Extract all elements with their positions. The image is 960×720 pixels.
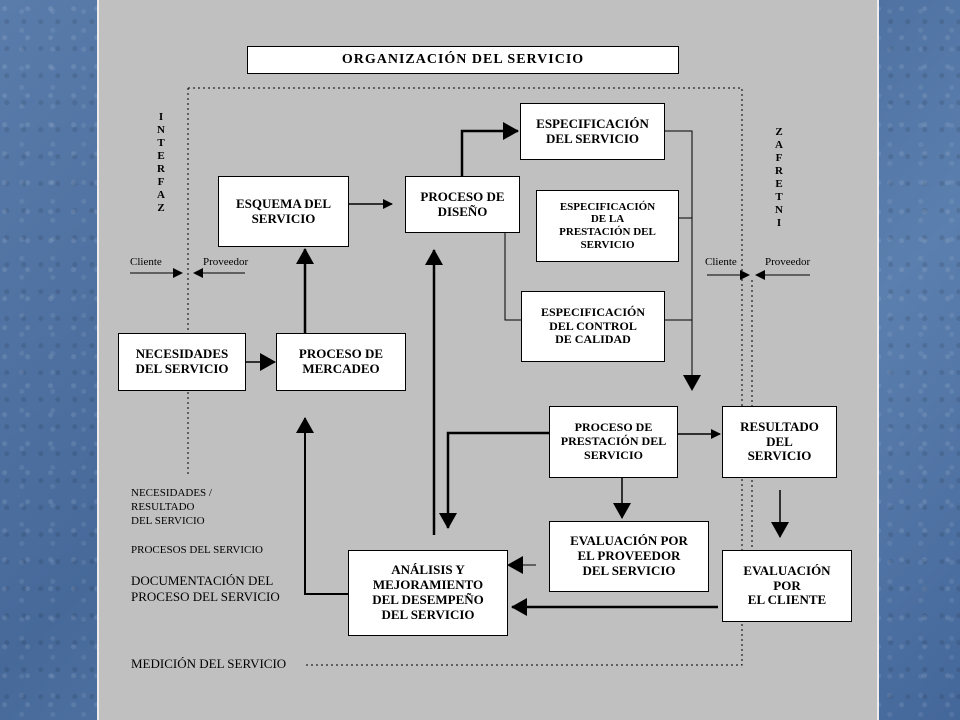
box-necesidades-del-servicio: NECESIDADES DEL SERVICIO — [118, 333, 246, 391]
panel-right-edge — [877, 0, 879, 720]
panel-left-edge — [97, 0, 99, 720]
client-label-left: Cliente — [130, 256, 162, 268]
box-especificacion-prestacion: ESPECIFICACIÓN DE LA PRESTACIÓN DEL SERV… — [536, 190, 679, 262]
box-proceso-de-mercadeo: PROCESO DE MERCADEO — [276, 333, 406, 391]
box-especificacion-del-servicio: ESPECIFICACIÓN DEL SERVICIO — [520, 103, 665, 160]
box-resultado-del-servicio: RESULTADO DEL SERVICIO — [722, 406, 837, 478]
provider-label-right: Proveedor — [765, 256, 811, 268]
client-label-right: Cliente — [705, 256, 737, 268]
box-analisis-y-mejoramiento: ANÁLISIS Y MEJORAMIENTO DEL DESEMPEÑO DE… — [348, 550, 508, 636]
box-proceso-de-diseno: PROCESO DE DISEÑO — [405, 176, 520, 233]
box-evaluacion-por-el-proveedor: EVALUACIÓN POR EL PROVEEDOR DEL SERVICIO — [549, 521, 709, 592]
legend-procesos-del-servicio: PROCESOS DEL SERVICIO — [131, 544, 263, 556]
interface-label-left: I N T E R F A Z — [157, 111, 165, 214]
legend-medicion-del-servicio: MEDICIÓN DEL SERVICIO — [131, 656, 287, 671]
interface-label-right: Z A F R E T N I — [775, 126, 783, 229]
box-especificacion-control-calidad: ESPECIFICACIÓN DEL CONTROL DE CALIDAD — [521, 291, 665, 362]
provider-label-left: Proveedor — [203, 256, 249, 268]
organization-boundary — [187, 87, 753, 666]
box-proceso-de-prestacion: PROCESO DE PRESTACIÓN DEL SERVICIO — [549, 406, 678, 478]
box-esquema-del-servicio: ESQUEMA DEL SERVICIO — [218, 176, 349, 247]
box-evaluacion-por-el-cliente: EVALUACIÓN POR EL CLIENTE — [722, 550, 852, 622]
diagram-title: ORGANIZACIÓN DEL SERVICIO — [247, 46, 679, 74]
flow-arrows — [246, 122, 789, 616]
legend-necesidades-resultado: NECESIDADES / RESULTADO DEL SERVICIO — [131, 487, 212, 527]
legend-documentacion: DOCUMENTACIÓN DEL PROCESO DEL SERVICIO — [131, 573, 280, 604]
